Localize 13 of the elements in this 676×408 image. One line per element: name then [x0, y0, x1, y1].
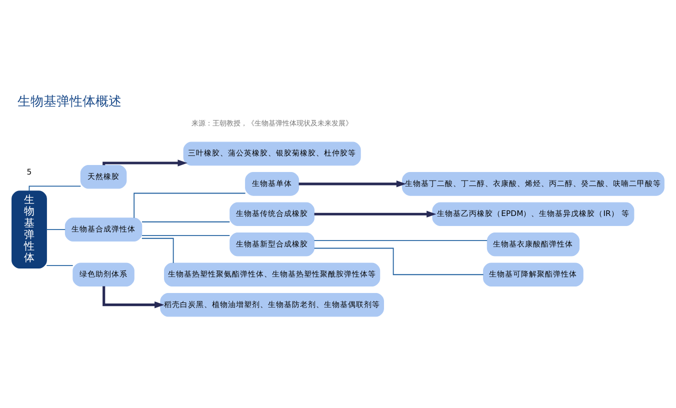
connector — [142, 234, 230, 236]
connector — [141, 237, 174, 263]
arrow — [298, 180, 406, 187]
connector — [28, 185, 82, 191]
connector — [134, 192, 246, 218]
node-box: 生物基弹性体 — [12, 190, 47, 268]
connector — [142, 220, 230, 222]
connector — [46, 264, 74, 266]
arrow — [102, 159, 188, 166]
arrow — [314, 210, 436, 218]
diagram-title: 生物基弹性体概述 — [17, 94, 122, 109]
connector — [46, 228, 66, 230]
connector — [314, 247, 484, 275]
